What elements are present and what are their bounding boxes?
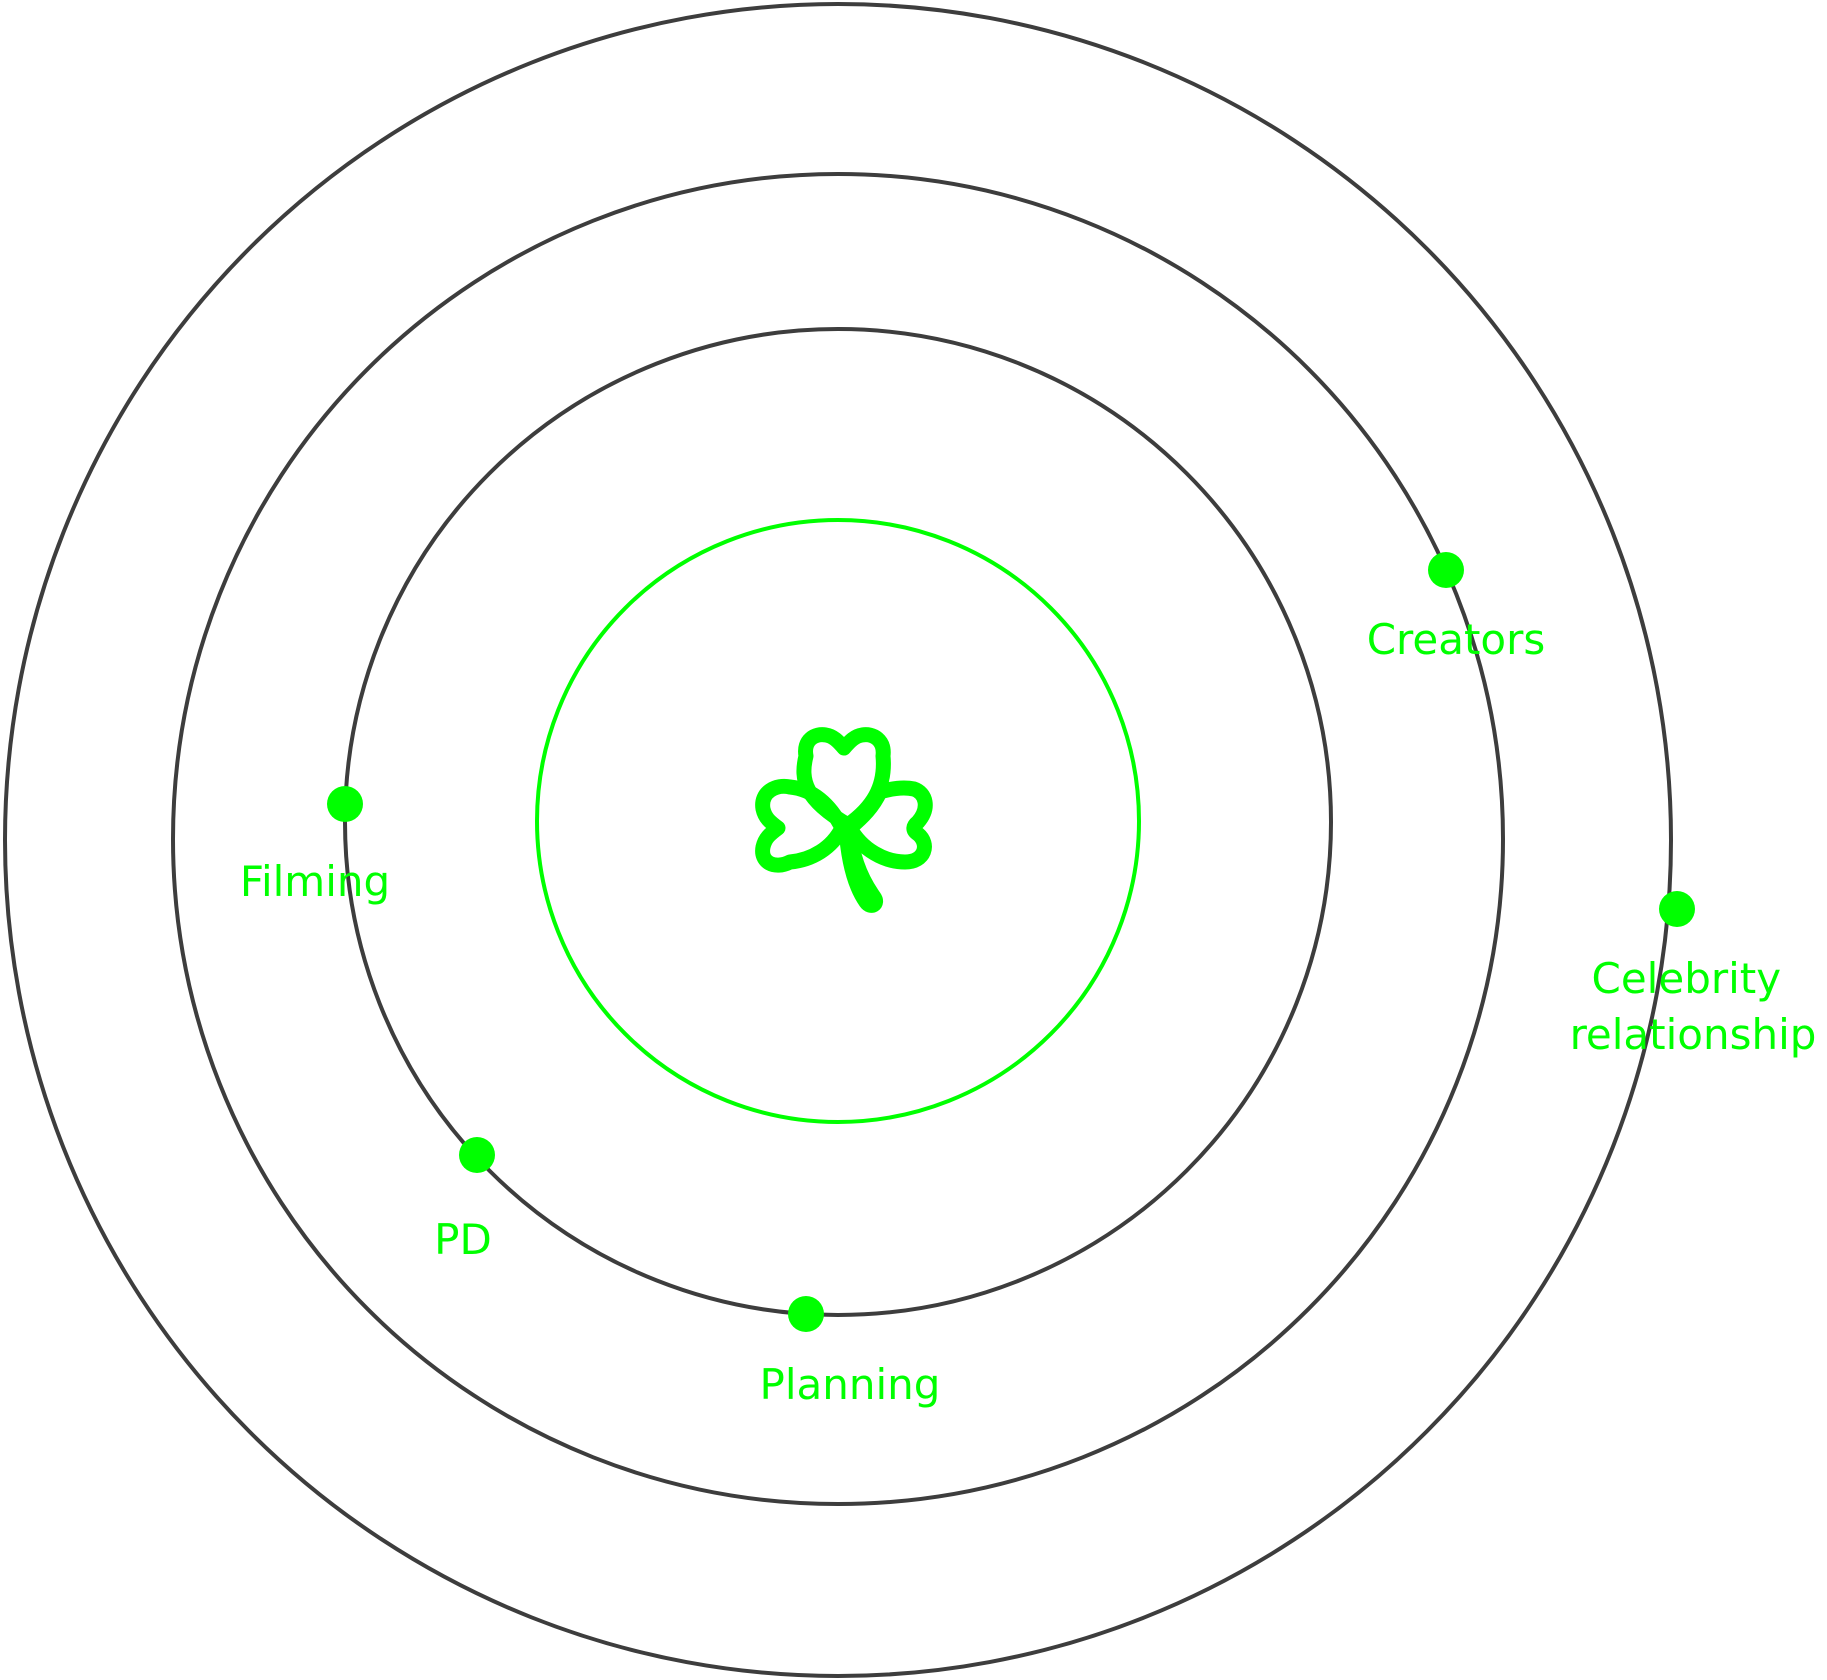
node-label: PD (434, 1215, 492, 1264)
node-dot (788, 1296, 824, 1332)
inner-ring (535, 518, 1141, 1124)
node-dot (459, 1137, 495, 1173)
third-ring (171, 172, 1505, 1506)
node-label: Celebrity relationship (1570, 954, 1817, 1059)
node-filming: Filming (240, 786, 390, 906)
node-dot (1428, 552, 1464, 588)
node-label: Creators (1367, 615, 1546, 664)
node-label-line: relationship (1570, 1010, 1817, 1059)
node-dot (1659, 891, 1695, 927)
node-pd: PD (434, 1137, 495, 1264)
node-dot (327, 786, 363, 822)
node-celebrity-relationship: Celebrity relationship (1570, 891, 1817, 1059)
node-label-line: Celebrity (1592, 954, 1782, 1003)
node-creators: Creators (1367, 552, 1546, 664)
node-label: Filming (240, 857, 390, 906)
shamrock-icon (755, 727, 933, 913)
node-planning: Planning (760, 1296, 941, 1409)
outer-ring (3, 2, 1673, 1678)
node-label: Planning (760, 1360, 941, 1409)
